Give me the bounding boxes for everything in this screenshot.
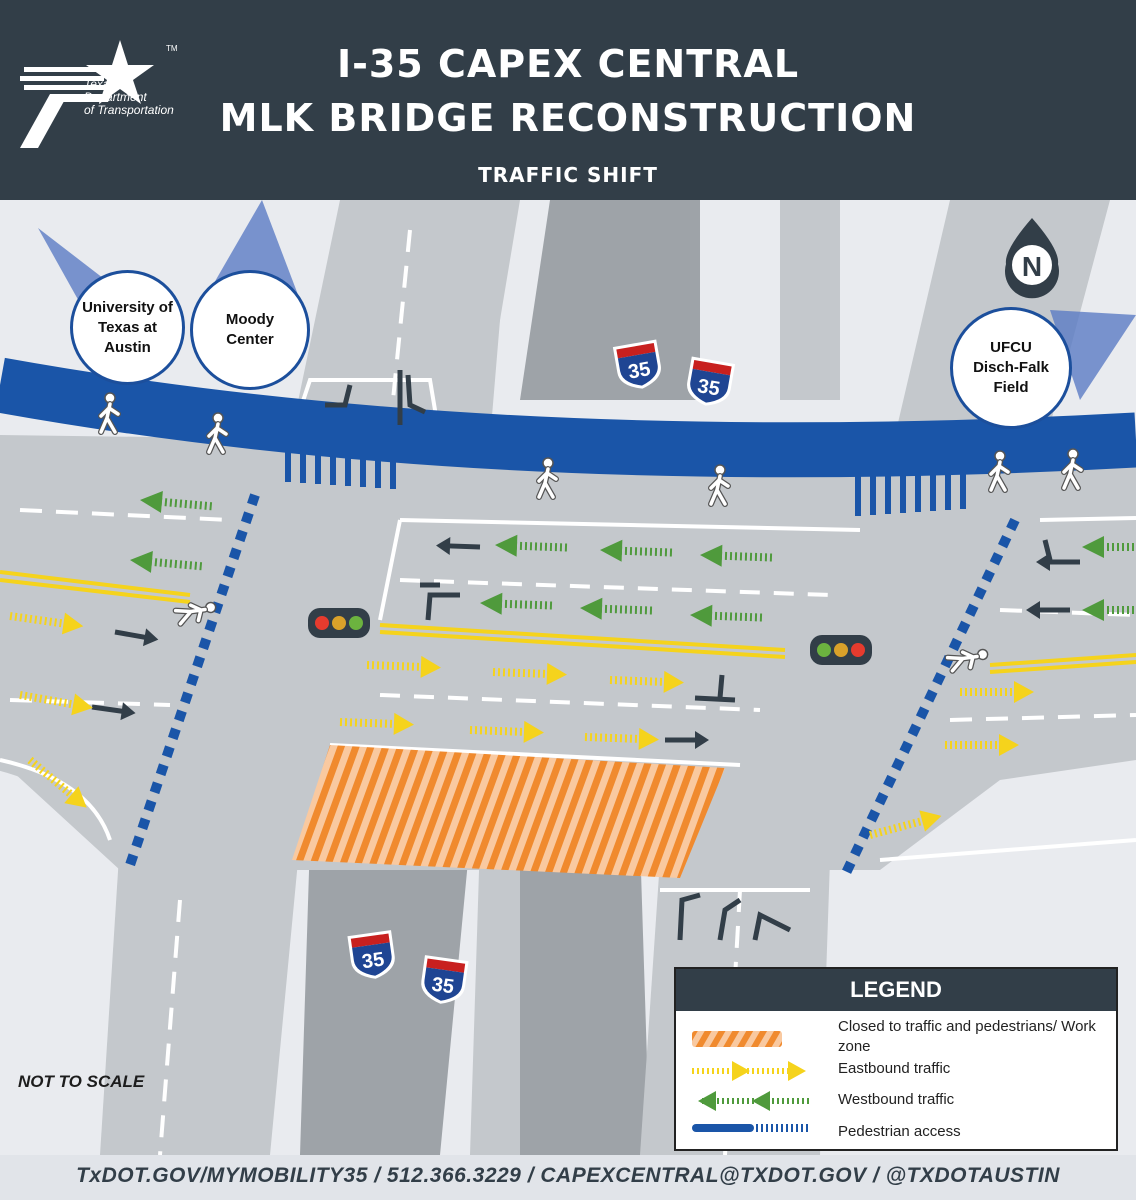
traffic-map: 35 — [0, 200, 1136, 1155]
txdot-logo — [20, 40, 154, 148]
legend: LEGEND Closed to traffic and pedestrians… — [674, 967, 1118, 1151]
traffic-signal-left — [308, 608, 370, 638]
landmark-label: Moody Center — [225, 311, 275, 348]
work-zone-swatch — [692, 1031, 782, 1047]
logo-text-line1: Texas — [84, 77, 116, 91]
logo-text-line2: Department — [84, 90, 147, 104]
legend-title: LEGEND — [676, 969, 1116, 1011]
landmark-university-of-texas: University of Texas at Austin — [70, 270, 185, 385]
page-title-line2: MLK BRIDGE RECONSTRUCTION — [219, 96, 917, 140]
landmark-moody-center: Moody Center — [190, 270, 310, 390]
logo-text-line3: of Transportation — [84, 103, 174, 117]
txdot-logo-text: Texas Department of Transportation — [84, 78, 174, 117]
traffic-signal-right — [810, 635, 872, 665]
legend-label-pedestrian: Pedestrian access — [838, 1123, 961, 1140]
not-to-scale-note: NOT TO SCALE — [18, 1072, 145, 1091]
compass-label: N — [1022, 251, 1042, 282]
footer: TxDOT.GOV/MYMOBILITY35 / 512.366.3229 / … — [0, 1155, 1136, 1200]
page-title-line1: I-35 CAPEX CENTRAL — [336, 42, 800, 86]
eastbound-arrow-icon — [692, 1061, 806, 1081]
landmark-label: UFCU Disch-Falk Field — [973, 339, 1049, 396]
legend-label-eastbound: Eastbound traffic — [838, 1060, 951, 1077]
legend-label-work-zone: Closed to traffic and pedestrians/ Work … — [838, 1018, 1096, 1055]
page-subtitle: TRAFFIC SHIFT — [478, 163, 658, 187]
landmark-label: University of Texas at Austin — [82, 298, 173, 356]
westbound-arrow-icon — [698, 1091, 812, 1111]
header-banner: Texas Department of Transportation TM I-… — [0, 0, 1136, 200]
pedestrian-access-swatch — [692, 1124, 808, 1132]
legend-label-westbound: Westbound traffic — [838, 1091, 955, 1108]
compass-north-icon — [1004, 218, 1059, 299]
trademark-mark: TM — [166, 44, 178, 53]
landmark-ufcu-disch-falk-field: UFCU Disch-Falk Field — [950, 307, 1072, 429]
footer-contact-info: TxDOT.GOV/MYMOBILITY35 / 512.366.3229 / … — [76, 1164, 1060, 1187]
